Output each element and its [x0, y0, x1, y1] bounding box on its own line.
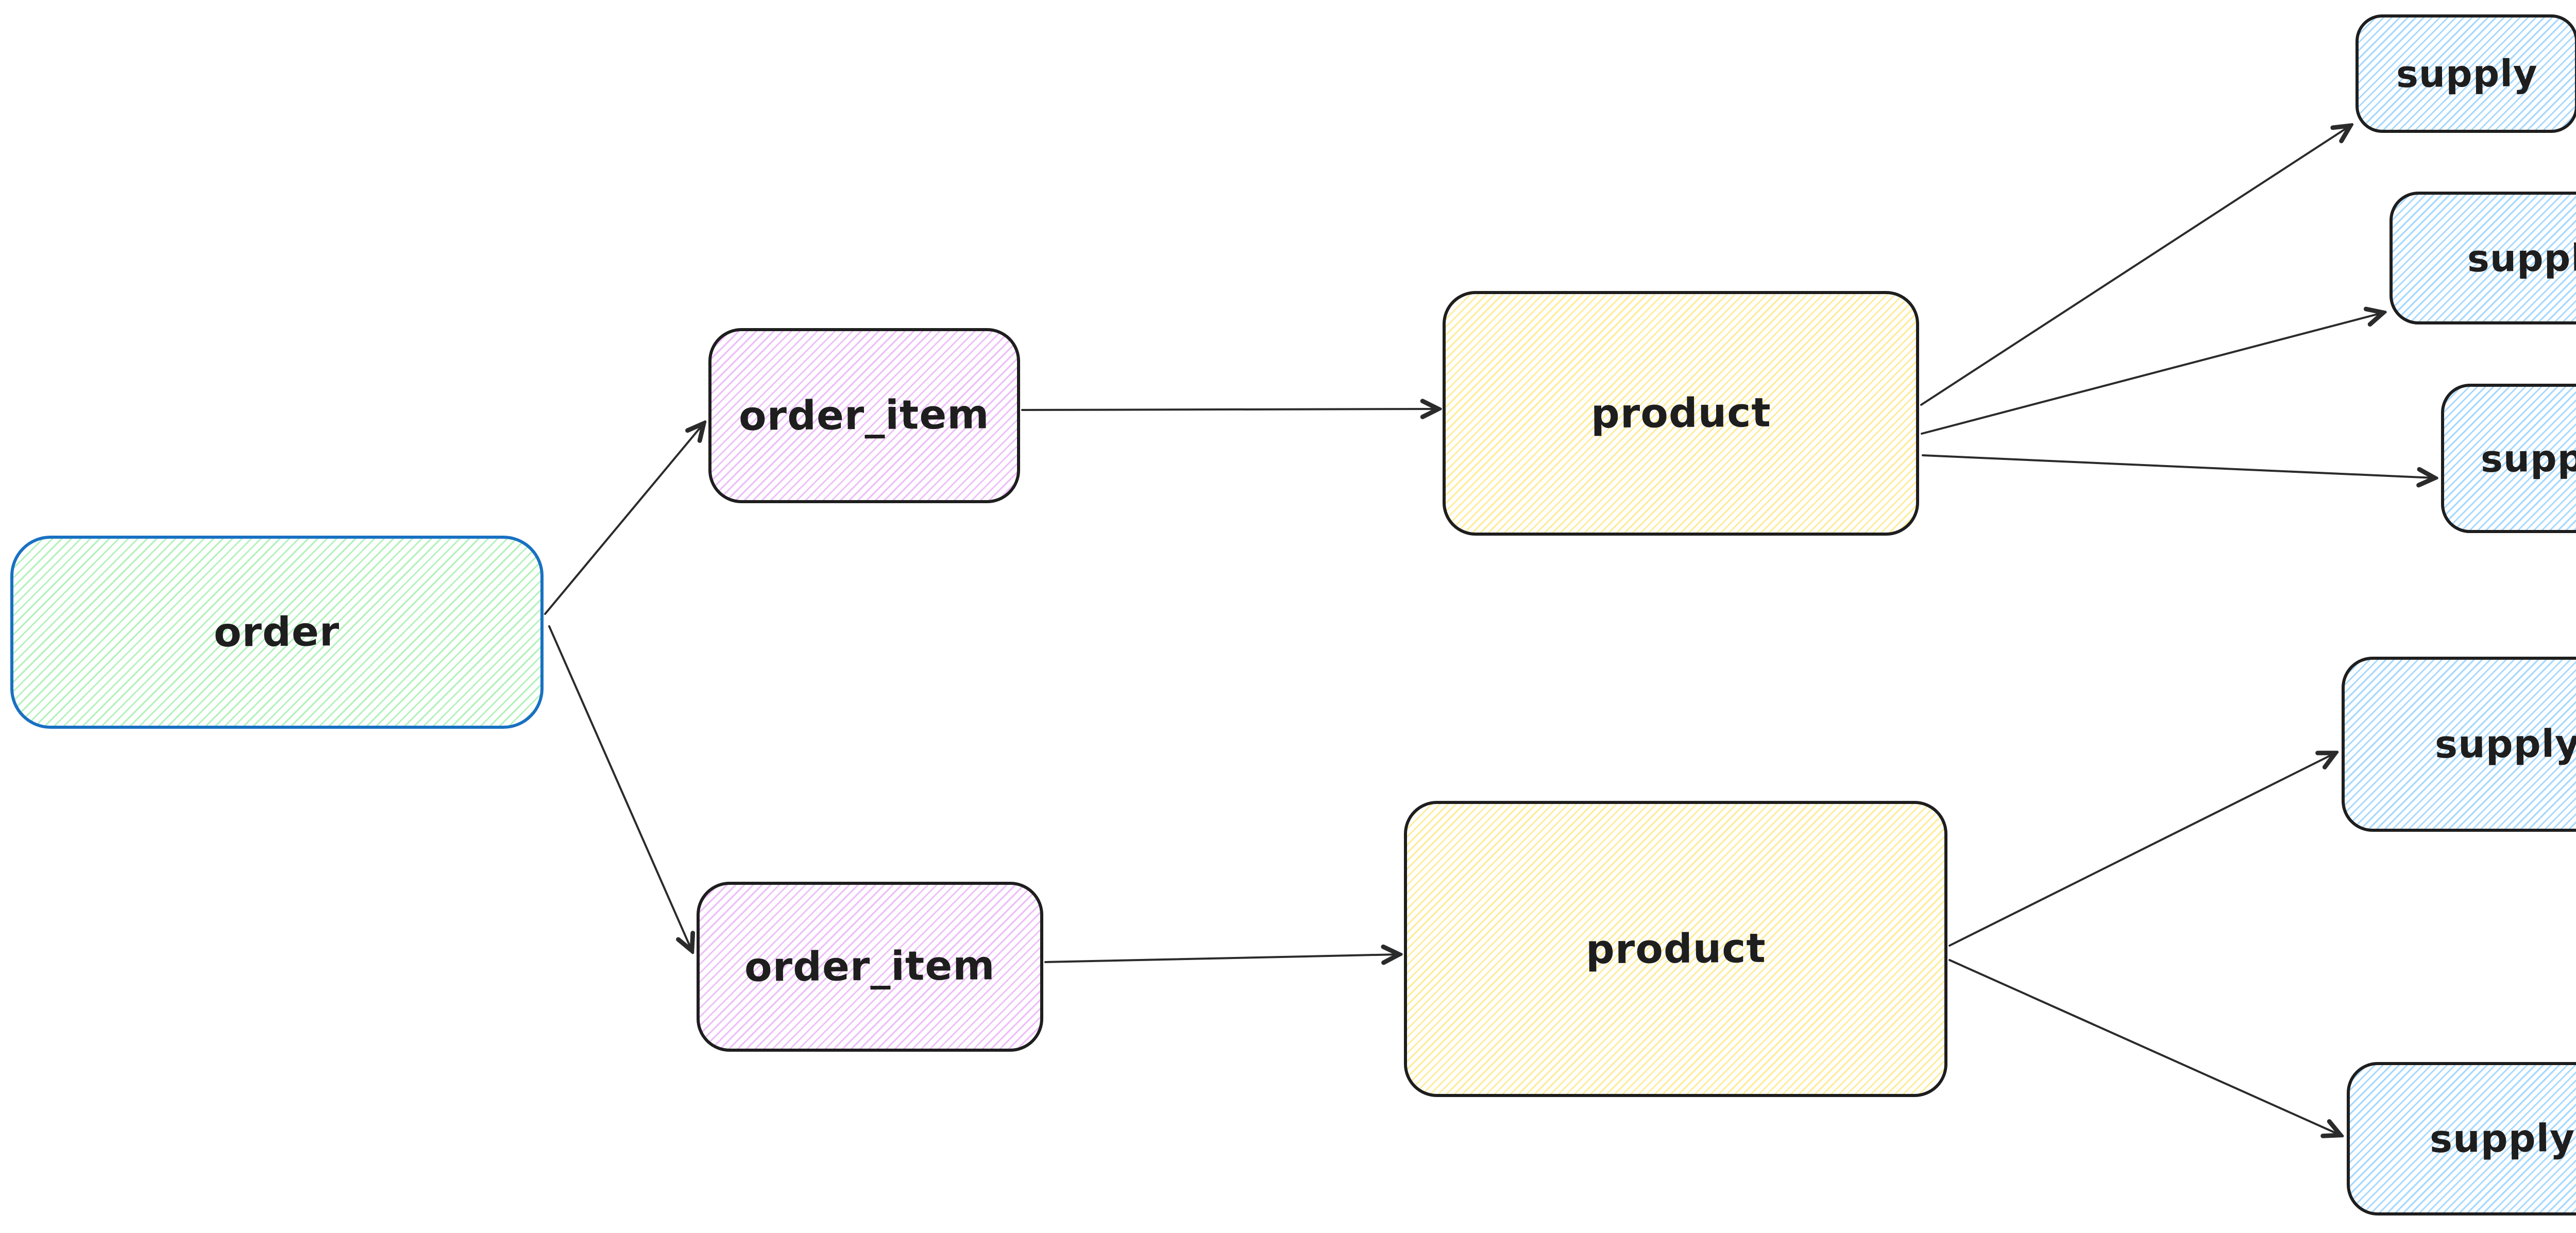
- arrow-order-item-2-to-product-2[interactable]: [1044, 954, 1399, 962]
- node-product-1-label: product: [1590, 389, 1771, 437]
- node-supply-5-label: supply: [2430, 1116, 2575, 1161]
- arrow-product-2-to-supply-5[interactable]: [1948, 959, 2341, 1135]
- node-supply-1[interactable]: supply: [2355, 14, 2576, 133]
- node-supply-2-label: supply: [2467, 236, 2576, 280]
- node-supply-3[interactable]: supply: [2441, 384, 2576, 533]
- node-supply-4[interactable]: supply: [2342, 657, 2576, 832]
- arrow-product-1-to-supply-3[interactable]: [1922, 454, 2435, 478]
- node-order-item-2-label: order_item: [744, 943, 996, 991]
- node-supply-5[interactable]: supply: [2347, 1062, 2576, 1215]
- node-order-item-2[interactable]: order_item: [697, 882, 1043, 1052]
- node-supply-4-label: supply: [2435, 722, 2576, 767]
- arrow-product-1-to-supply-2[interactable]: [1921, 313, 2383, 435]
- node-product-1[interactable]: product: [1443, 291, 1919, 536]
- node-order-item-1[interactable]: order_item: [708, 328, 1020, 503]
- node-supply-3-label: supply: [2480, 436, 2576, 481]
- arrow-order-to-order-item-2[interactable]: [548, 625, 692, 951]
- arrow-order-to-order-item-1[interactable]: [544, 423, 704, 615]
- node-order-item-1-label: order_item: [738, 391, 990, 440]
- arrow-product-2-to-supply-4[interactable]: [1948, 753, 2335, 947]
- node-order-label: order: [214, 608, 340, 656]
- node-product-2-label: product: [1585, 925, 1766, 973]
- node-product-2[interactable]: product: [1404, 801, 1947, 1097]
- node-order[interactable]: order: [10, 536, 544, 729]
- arrow-order-item-1-to-product-1[interactable]: [1021, 409, 1438, 410]
- node-supply-1-label: supply: [2396, 52, 2538, 96]
- node-supply-2[interactable]: supply: [2389, 192, 2576, 324]
- arrow-product-1-to-supply-1[interactable]: [1920, 126, 2350, 406]
